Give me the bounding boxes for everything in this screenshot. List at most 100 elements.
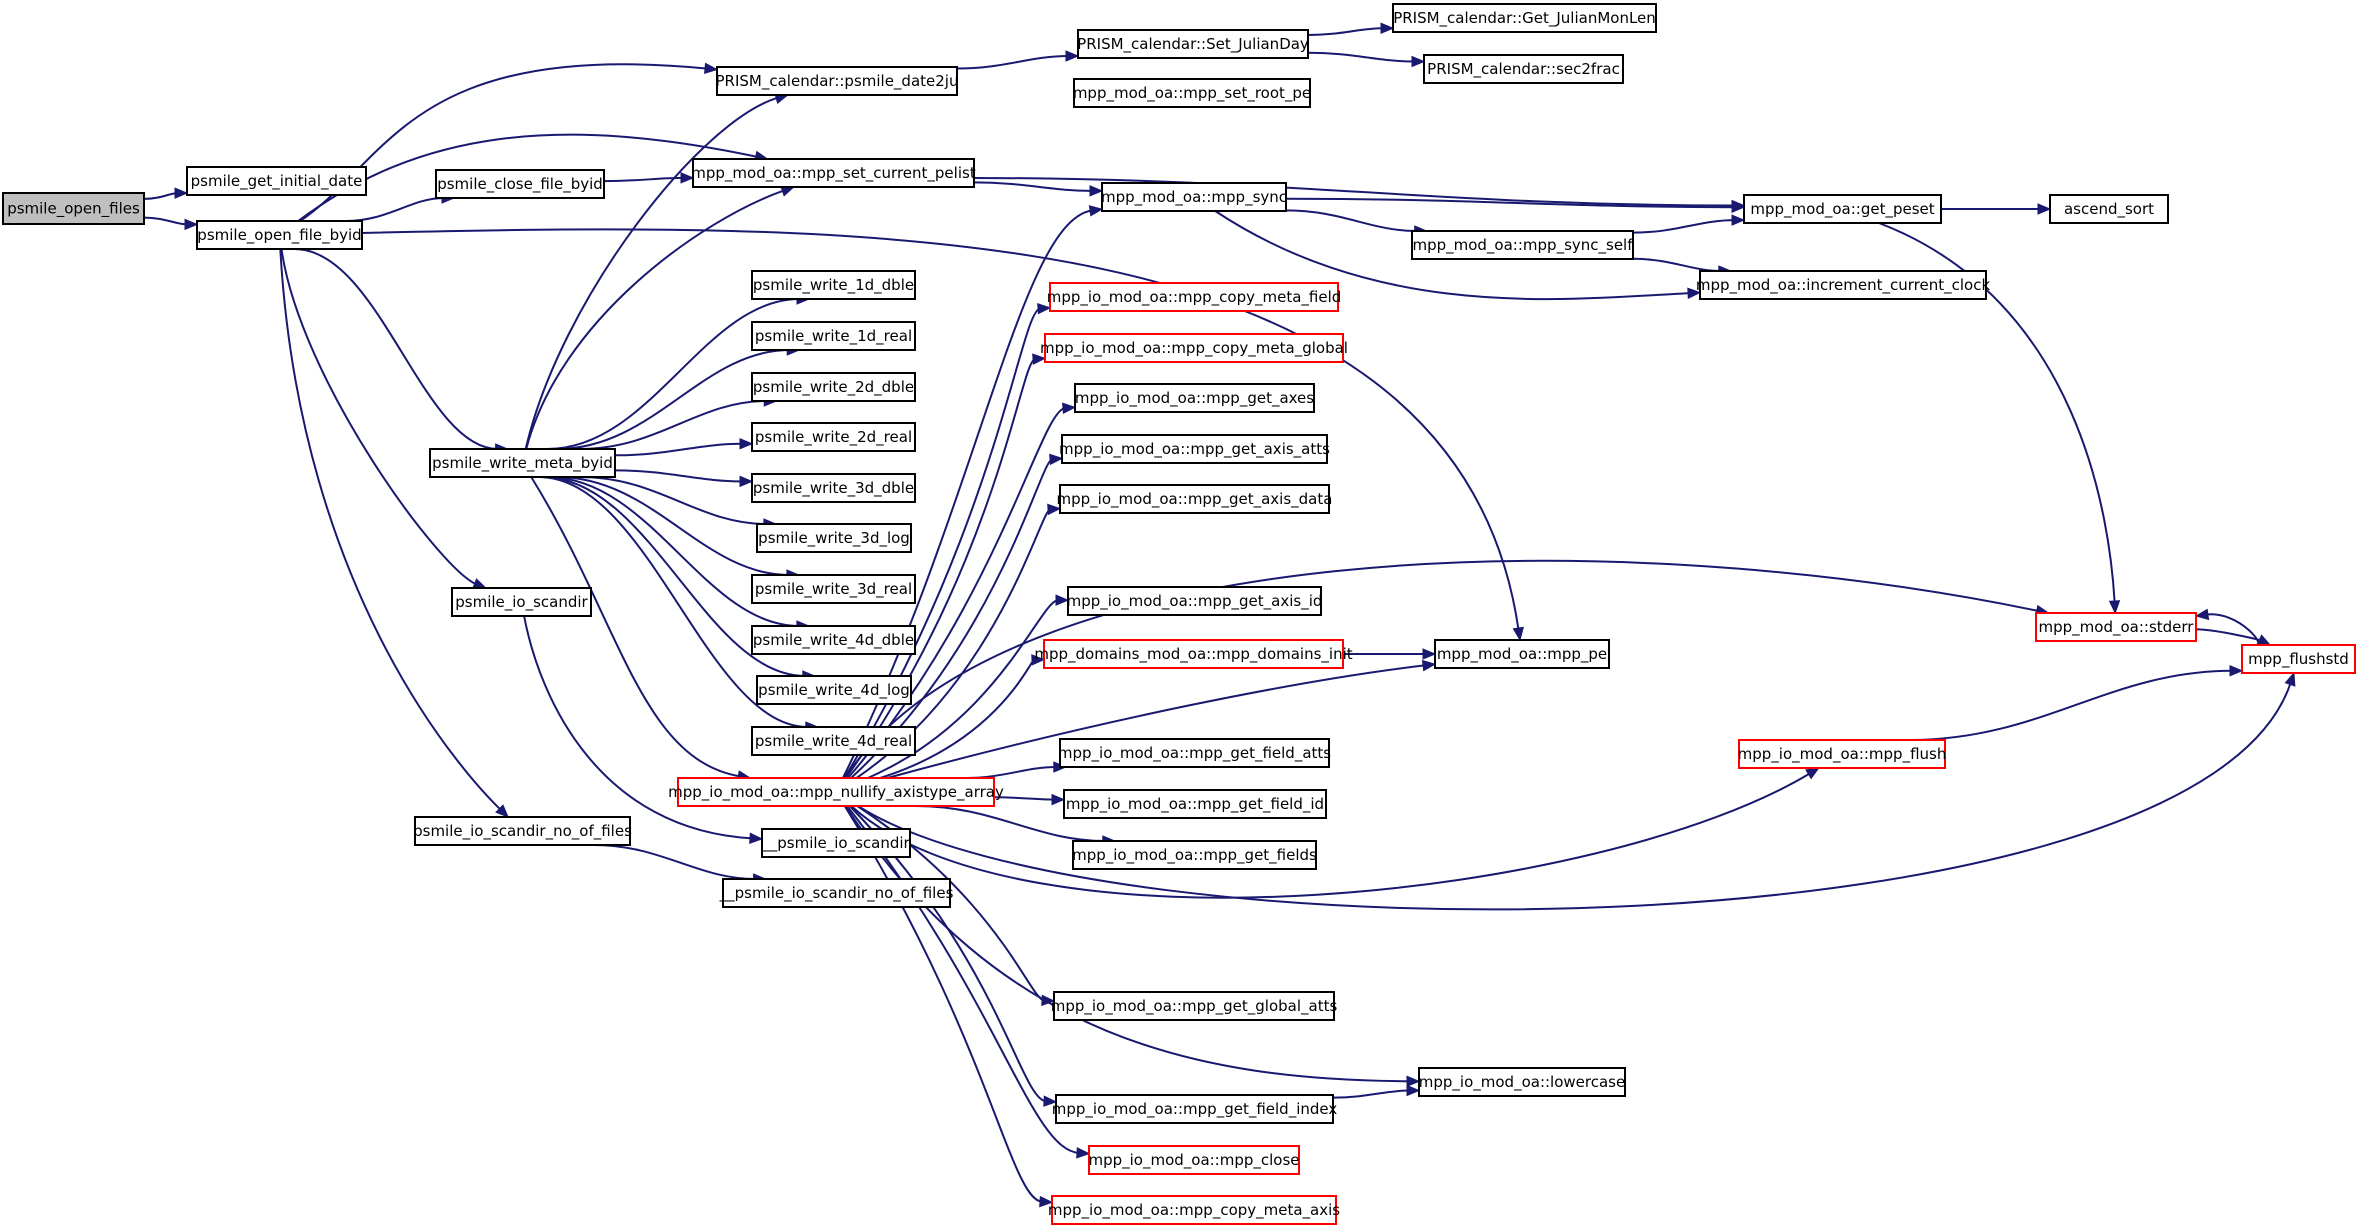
node-lowercase[interactable]: mpp_io_mod_oa::lowercase <box>1418 1067 1626 1097</box>
node-prism_sec2frac[interactable]: PRISM_calendar::sec2frac <box>1423 54 1624 84</box>
node-box[interactable] <box>716 66 958 96</box>
node-psmile_write_4d_dble[interactable]: psmile_write_4d_dble <box>751 625 916 655</box>
node-box[interactable] <box>2241 644 2356 674</box>
node-mpp_sync_self[interactable]: mpp_mod_oa::mpp_sync_self <box>1411 230 1634 260</box>
node-box[interactable] <box>1743 194 1942 224</box>
node-box[interactable] <box>751 473 916 503</box>
node-mpp_copy_meta_axis[interactable]: mpp_io_mod_oa::mpp_copy_meta_axis <box>1048 1195 1340 1225</box>
node-psmile_write_3d_log[interactable]: psmile_write_3d_log <box>756 523 912 553</box>
node-box[interactable] <box>451 587 592 617</box>
node-psmile_get_initial_date[interactable]: psmile_get_initial_date <box>186 166 367 196</box>
node-psmile_write_4d_log[interactable]: psmile_write_4d_log <box>756 675 912 705</box>
node-mpp_domains_init[interactable]: mpp_domains_mod_oa::mpp_domains_init <box>1034 639 1353 669</box>
node-psmile_io_scandir_no_of_files[interactable]: psmile_io_scandir_no_of_files <box>413 816 632 846</box>
node-box[interactable] <box>1051 1195 1337 1225</box>
node-box[interactable] <box>1059 484 1330 514</box>
node-psmile_write_1d_dble[interactable]: psmile_write_1d_dble <box>751 270 916 300</box>
node-mpp_set_root_pe[interactable]: mpp_mod_oa::mpp_set_root_pe <box>1073 78 1311 108</box>
node-mpp_get_global_atts[interactable]: mpp_io_mod_oa::mpp_get_global_atts <box>1051 991 1338 1021</box>
node-box[interactable] <box>1738 739 1946 769</box>
node-box[interactable] <box>677 777 995 807</box>
node-mpp_flushstd[interactable]: mpp_flushstd <box>2241 644 2356 674</box>
node-psmile_write_2d_dble[interactable]: psmile_write_2d_dble <box>751 372 916 402</box>
node-box[interactable] <box>196 220 363 250</box>
node-mpp_get_axis_data[interactable]: mpp_io_mod_oa::mpp_get_axis_data <box>1057 484 1333 514</box>
node-psmile_close_file_byid[interactable]: psmile_close_file_byid <box>435 169 605 199</box>
node-get_peset[interactable]: mpp_mod_oa::get_peset <box>1743 194 1942 224</box>
node-box[interactable] <box>435 169 605 199</box>
node-box[interactable] <box>756 675 912 705</box>
node-box[interactable] <box>2035 612 2197 642</box>
node-mpp_flush[interactable]: mpp_io_mod_oa::mpp_flush <box>1738 739 1947 769</box>
node-__psmile_io_scandir_no_of_files[interactable]: __psmile_io_scandir_no_of_files <box>719 878 954 908</box>
node-psmile_io_scandir[interactable]: psmile_io_scandir <box>451 587 592 617</box>
node-psmile_write_2d_real[interactable]: psmile_write_2d_real <box>751 422 916 452</box>
node-prism_set_julianday[interactable]: PRISM_calendar::Set_JulianDay <box>1077 29 1309 59</box>
node-mpp_get_axes[interactable]: mpp_io_mod_oa::mpp_get_axes <box>1074 383 1315 413</box>
node-mpp_copy_meta_global[interactable]: mpp_io_mod_oa::mpp_copy_meta_global <box>1040 333 1348 363</box>
node-box[interactable] <box>1043 639 1344 669</box>
node-box[interactable] <box>1418 1067 1626 1097</box>
node-psmile_open_files[interactable]: psmile_open_files <box>2 192 145 225</box>
node-box[interactable] <box>692 158 975 188</box>
node-prism_psmile_date2ju[interactable]: PRISM_calendar::psmile_date2ju <box>716 66 959 96</box>
node-psmile_write_1d_real[interactable]: psmile_write_1d_real <box>751 321 916 351</box>
node-__psmile_io_scandir[interactable]: __psmile_io_scandir <box>761 828 911 858</box>
node-box[interactable] <box>1423 54 1624 84</box>
node-psmile_open_file_byid[interactable]: psmile_open_file_byid <box>196 220 363 250</box>
node-box[interactable] <box>1074 383 1315 413</box>
node-box[interactable] <box>2049 194 2169 224</box>
node-box[interactable] <box>722 878 951 908</box>
node-box[interactable] <box>1063 789 1327 819</box>
node-box[interactable] <box>756 523 912 553</box>
node-box[interactable] <box>751 574 916 604</box>
node-mpp_get_fields[interactable]: mpp_io_mod_oa::mpp_get_fields <box>1072 840 1317 870</box>
node-box[interactable] <box>429 448 616 478</box>
node-increment_current_clock[interactable]: mpp_mod_oa::increment_current_clock <box>1696 270 1991 300</box>
node-box[interactable] <box>1699 270 1987 300</box>
node-mpp_set_current_pelist[interactable]: mpp_mod_oa::mpp_set_current_pelist <box>691 158 976 188</box>
node-box[interactable] <box>751 422 916 452</box>
node-stderr[interactable]: mpp_mod_oa::stderr <box>2035 612 2197 642</box>
node-box[interactable] <box>1053 991 1335 1021</box>
node-ascend_sort[interactable]: ascend_sort <box>2049 194 2169 224</box>
node-box[interactable] <box>1072 840 1317 870</box>
node-box[interactable] <box>751 726 916 756</box>
node-mpp_get_field_atts[interactable]: mpp_io_mod_oa::mpp_get_field_atts <box>1058 738 1331 768</box>
node-box[interactable] <box>751 372 916 402</box>
node-prism_get_julianmonlen[interactable]: PRISM_calendar::Get_JulianMonLen <box>1392 3 1657 33</box>
node-box[interactable] <box>1101 182 1287 212</box>
node-box[interactable] <box>1392 3 1657 33</box>
node-box[interactable] <box>1073 78 1311 108</box>
node-box[interactable] <box>1088 1145 1300 1175</box>
node-psmile_write_4d_real[interactable]: psmile_write_4d_real <box>751 726 916 756</box>
node-box[interactable] <box>414 816 631 846</box>
node-box[interactable] <box>1059 738 1330 768</box>
node-box[interactable] <box>751 321 916 351</box>
node-box[interactable] <box>1049 282 1339 312</box>
node-psmile_write_meta_byid[interactable]: psmile_write_meta_byid <box>429 448 616 478</box>
node-box[interactable] <box>1067 586 1322 616</box>
node-box[interactable] <box>1061 434 1328 464</box>
node-mpp_nullify_axistype_array[interactable]: mpp_io_mod_oa::mpp_nullify_axistype_arra… <box>668 777 1004 807</box>
node-box[interactable] <box>1411 230 1634 260</box>
node-mpp_get_field_index[interactable]: mpp_io_mod_oa::mpp_get_field_index <box>1052 1094 1338 1124</box>
node-mpp_copy_meta_field[interactable]: mpp_io_mod_oa::mpp_copy_meta_field <box>1047 282 1342 312</box>
node-mpp_sync[interactable]: mpp_mod_oa::mpp_sync <box>1101 182 1287 212</box>
node-psmile_write_3d_real[interactable]: psmile_write_3d_real <box>751 574 916 604</box>
node-box[interactable] <box>751 625 916 655</box>
node-mpp_get_axis_id[interactable]: mpp_io_mod_oa::mpp_get_axis_id <box>1067 586 1323 616</box>
node-box[interactable] <box>1055 1094 1334 1124</box>
node-psmile_write_3d_dble[interactable]: psmile_write_3d_dble <box>751 473 916 503</box>
node-mpp_get_axis_atts[interactable]: mpp_io_mod_oa::mpp_get_axis_atts <box>1059 434 1330 464</box>
node-box[interactable] <box>1077 29 1309 59</box>
node-mpp_close[interactable]: mpp_io_mod_oa::mpp_close <box>1088 1145 1300 1175</box>
node-mpp_get_field_id[interactable]: mpp_io_mod_oa::mpp_get_field_id <box>1063 789 1327 819</box>
node-box[interactable] <box>1044 333 1344 363</box>
node-box[interactable] <box>2 192 145 225</box>
node-box[interactable] <box>186 166 367 196</box>
node-mpp_pe[interactable]: mpp_mod_oa::mpp_pe <box>1434 639 1610 669</box>
node-box[interactable] <box>1434 639 1610 669</box>
node-box[interactable] <box>751 270 916 300</box>
node-box[interactable] <box>761 828 911 858</box>
